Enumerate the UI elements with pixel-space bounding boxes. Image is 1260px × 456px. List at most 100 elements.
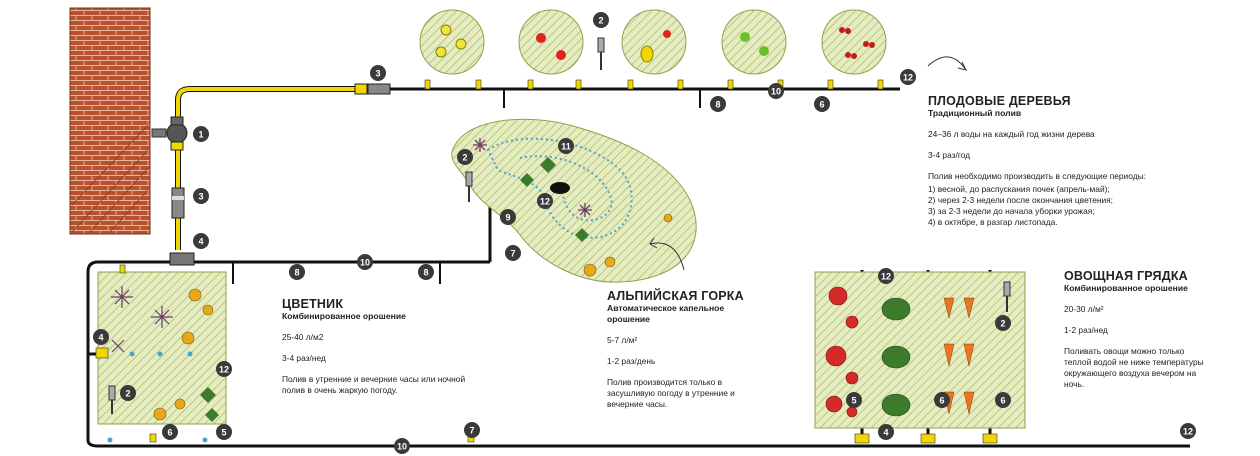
badge-number: 4 bbox=[98, 333, 103, 343]
vegetable-sensor bbox=[1003, 281, 1011, 312]
badge-circle bbox=[768, 83, 784, 99]
rockery-amount: 5-7 л/м² bbox=[607, 335, 638, 345]
section-flowerbed: ЦВЕТНИК Комбинированное орошение 25-40 л… bbox=[282, 297, 472, 396]
flowerbed-title: ЦВЕТНИК bbox=[282, 297, 344, 311]
badge-number: 10 bbox=[360, 258, 370, 268]
trees-title: ПЛОДОВЫЕ ДЕРЕВЬЯ bbox=[928, 94, 1071, 108]
vegetables-note: Поливать овощи можно только теплой водой… bbox=[1064, 346, 1204, 389]
flowerbed-sensor bbox=[108, 385, 116, 414]
badge-number: 2 bbox=[462, 153, 467, 163]
badge-number: 1 bbox=[198, 130, 203, 140]
vegetables-frequency: 1-2 раз/нед bbox=[1064, 325, 1108, 335]
badge-circle bbox=[878, 424, 894, 440]
part-number-badge: 2 bbox=[593, 12, 609, 28]
badge-number: 8 bbox=[423, 268, 428, 278]
part-number-badge: 6 bbox=[995, 392, 1011, 408]
tree-tomato-red bbox=[518, 9, 584, 75]
part-number-badge: 6 bbox=[934, 392, 950, 408]
badge-circle bbox=[846, 392, 862, 408]
badge-circle bbox=[93, 329, 109, 345]
badge-circle bbox=[394, 438, 410, 454]
vegetables-amount: 20-30 л/м² bbox=[1064, 304, 1104, 314]
part-number-badge: 12 bbox=[878, 268, 894, 284]
badge-number: 12 bbox=[219, 365, 229, 375]
badge-number: 12 bbox=[1183, 427, 1193, 437]
flowerbed-subtitle: Комбинированное орошение bbox=[282, 311, 406, 321]
soil-sensor-trees bbox=[597, 37, 605, 70]
arrow-trees bbox=[927, 56, 967, 71]
badge-number: 6 bbox=[167, 428, 172, 438]
badge-circle bbox=[193, 233, 209, 249]
badge-number: 7 bbox=[469, 426, 474, 436]
badge-circle bbox=[1180, 423, 1196, 439]
badge-circle bbox=[934, 392, 950, 408]
part-number-badge: 7 bbox=[505, 245, 521, 261]
badge-number: 7 bbox=[510, 249, 515, 259]
vegetable-fittings bbox=[854, 433, 998, 444]
badge-circle bbox=[878, 268, 894, 284]
supply-hose bbox=[175, 86, 358, 250]
rockery-subtitle: Автоматическое капельное орошение bbox=[607, 303, 725, 324]
part-number-badge: 8 bbox=[289, 264, 305, 280]
part-number-badge: 1 bbox=[193, 126, 209, 142]
trees-frequency: 3-4 раз/год bbox=[928, 150, 971, 160]
section-vegetables: ОВОЩНАЯ ГРЯДКА Комбинированное орошение … bbox=[1064, 269, 1204, 390]
badge-number: 8 bbox=[294, 268, 299, 278]
part-number-badge: 12 bbox=[537, 193, 553, 209]
part-number-badge: 12 bbox=[900, 69, 916, 85]
part-number-badge: 4 bbox=[93, 329, 109, 345]
badge-circle bbox=[500, 209, 516, 225]
vegetable-bed bbox=[814, 271, 1026, 429]
part-number-badge: 2 bbox=[120, 385, 136, 401]
part-number-badge: 10 bbox=[394, 438, 410, 454]
flowerbed-frequency: 3-4 раз/нед bbox=[282, 353, 326, 363]
mid-spikes bbox=[232, 262, 441, 284]
badge-circle bbox=[900, 69, 916, 85]
part-number-badge: 10 bbox=[768, 83, 784, 99]
house-wall bbox=[69, 7, 151, 235]
badge-circle bbox=[995, 315, 1011, 331]
badge-circle bbox=[505, 245, 521, 261]
vegetables-title: ОВОЩНАЯ ГРЯДКА bbox=[1064, 269, 1188, 283]
trees-period: 3) за 2-3 недели до начала уборки урожая… bbox=[928, 206, 1095, 216]
badge-number: 3 bbox=[198, 192, 203, 202]
trees-intro: Полив необходимо производить в следующие… bbox=[928, 171, 1146, 181]
part-number-badge: 11 bbox=[558, 138, 574, 154]
badge-circle bbox=[193, 188, 209, 204]
part-number-badge: 10 bbox=[357, 254, 373, 270]
badge-circle bbox=[814, 96, 830, 112]
badge-circle bbox=[370, 65, 386, 81]
tee-fitting bbox=[169, 252, 195, 266]
trees-periods: 1) весной, до распускания почек (апрель-… bbox=[928, 184, 1178, 228]
badge-circle bbox=[216, 424, 232, 440]
hose-connector bbox=[354, 83, 368, 95]
part-number-badge: 6 bbox=[162, 424, 178, 440]
section-rockery: АЛЬПИЙСКАЯ ГОРКА Автоматическое капельно… bbox=[607, 290, 757, 410]
part-number-badge: 8 bbox=[710, 96, 726, 112]
badge-circle bbox=[995, 392, 1011, 408]
flowerbed-note: Полив в утренние и вечерние часы или ноч… bbox=[282, 374, 466, 395]
part-number-badge: 2 bbox=[457, 149, 473, 165]
section-trees: ПЛОДОВЫЕ ДЕРЕВЬЯ Традиционный полив 24–3… bbox=[928, 94, 1178, 228]
badge-circle bbox=[216, 361, 232, 377]
part-number-badge: 12 bbox=[1180, 423, 1196, 439]
tree-pear bbox=[621, 9, 687, 75]
trees-period: 2) через 2-3 недели после окончания цвет… bbox=[928, 195, 1114, 205]
part-number-badge: 2 bbox=[995, 315, 1011, 331]
trees-subtitle: Традиционный полив bbox=[928, 108, 1022, 118]
badge-circle bbox=[357, 254, 373, 270]
badge-circle bbox=[464, 422, 480, 438]
irrigation-controller bbox=[151, 116, 188, 151]
badge-circle bbox=[457, 149, 473, 165]
rockery-note: Полив производится только в засушливую п… bbox=[607, 377, 735, 409]
badge-number: 2 bbox=[1000, 319, 1005, 329]
flowerbed-amount: 25-40 л/м2 bbox=[282, 332, 324, 342]
badge-circle bbox=[120, 385, 136, 401]
part-number-badge: 8 bbox=[418, 264, 434, 280]
part-number-badge: 4 bbox=[878, 424, 894, 440]
badge-number: 4 bbox=[883, 428, 888, 438]
badge-number: 8 bbox=[715, 100, 720, 110]
badge-number: 2 bbox=[598, 16, 603, 26]
